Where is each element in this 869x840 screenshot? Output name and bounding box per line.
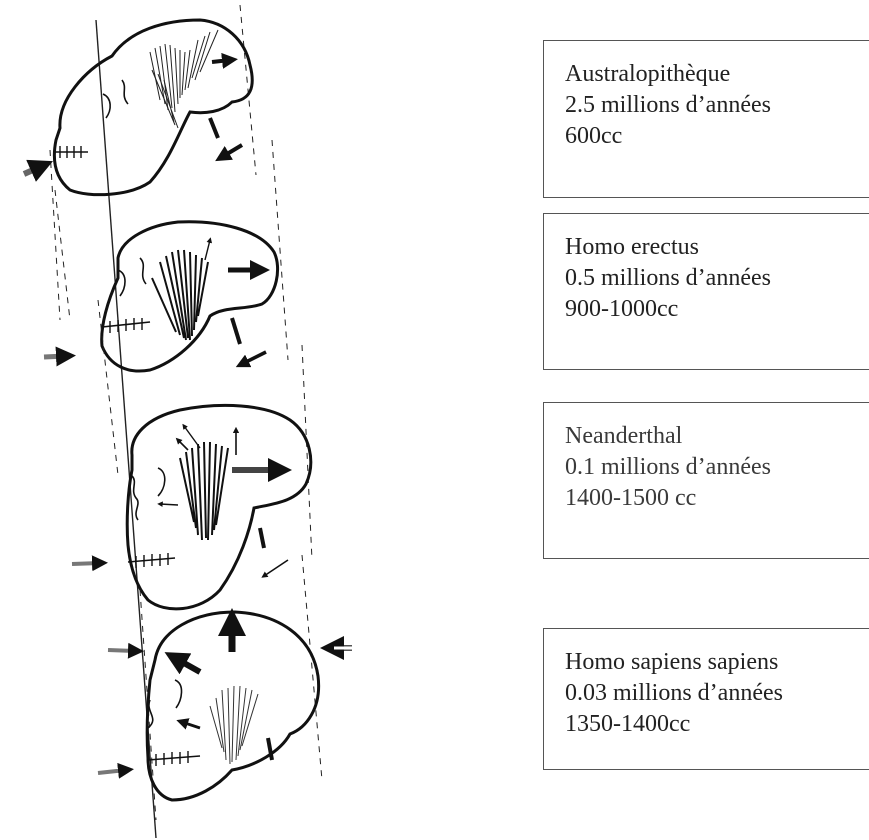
label-homo-sapiens: Homo sapiens sapiens 0.03 millions d’ann… bbox=[543, 628, 869, 770]
label-homo-erectus: Homo erectus 0.5 millions d’années 900-1… bbox=[543, 213, 869, 370]
species-age: 2.5 millions d’années bbox=[565, 90, 869, 121]
species-name: Homo erectus bbox=[565, 232, 869, 263]
species-age: 0.03 millions d’années bbox=[565, 678, 869, 709]
cranial-volume: 900-1000cc bbox=[565, 294, 869, 325]
species-age: 0.5 millions d’années bbox=[565, 263, 869, 294]
cranial-volume: 1400-1500 cc bbox=[565, 483, 869, 514]
skull-neanderthal bbox=[72, 300, 312, 609]
cranial-volume: 1350-1400cc bbox=[565, 709, 869, 740]
skull-homo-sapiens bbox=[98, 555, 352, 820]
skull-australopithecus bbox=[24, 5, 256, 320]
label-australopithecus: Australopithèque 2.5 millions d’années 6… bbox=[543, 40, 869, 198]
species-name: Australopithèque bbox=[565, 59, 869, 90]
species-age: 0.1 millions d’années bbox=[565, 452, 869, 483]
species-name: Neanderthal bbox=[565, 421, 869, 452]
label-neanderthal: Neanderthal 0.1 millions d’années 1400-1… bbox=[543, 402, 869, 559]
cranial-volume: 600cc bbox=[565, 121, 869, 152]
species-name: Homo sapiens sapiens bbox=[565, 647, 869, 678]
skull-homo-erectus bbox=[44, 140, 288, 371]
